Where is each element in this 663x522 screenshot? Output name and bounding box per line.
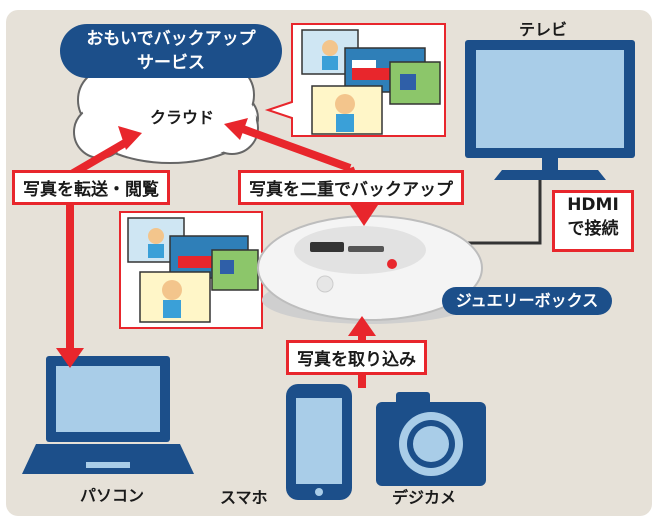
double-backup-label: 写真を二重でバックアップ [238, 170, 464, 205]
cloud-shape [73, 43, 259, 164]
laptop-icon [22, 356, 194, 474]
phone-label: スマホ [220, 488, 268, 507]
hdmi-line1: HDMI [567, 195, 619, 215]
import-label: 写真を取り込み [286, 340, 427, 375]
jewelry-box-label: ジュエリーボックス [442, 287, 612, 315]
pc-label: パソコン [80, 486, 145, 505]
tv-icon [465, 40, 635, 180]
hdmi-line2: で接続 [567, 219, 619, 239]
transfer-label: 写真を転送・閲覧 [12, 170, 170, 205]
camera-label: デジカメ [392, 488, 457, 507]
smartphone-icon [286, 384, 352, 500]
hdmi-label: HDMI で接続 [552, 190, 634, 252]
service-label-line2: サービス [137, 53, 205, 73]
hdmi-cable [445, 180, 542, 245]
backup-service-badge: おもいでバックアップ サービス [60, 24, 282, 78]
service-label-line1: おもいでバックアップ [86, 29, 256, 49]
cloud-label: クラウド [150, 108, 215, 127]
camera-icon [376, 392, 486, 486]
photo-callout-cloud [264, 23, 446, 137]
tv-label: テレビ [519, 20, 568, 39]
jewelry-box-device [257, 215, 483, 324]
